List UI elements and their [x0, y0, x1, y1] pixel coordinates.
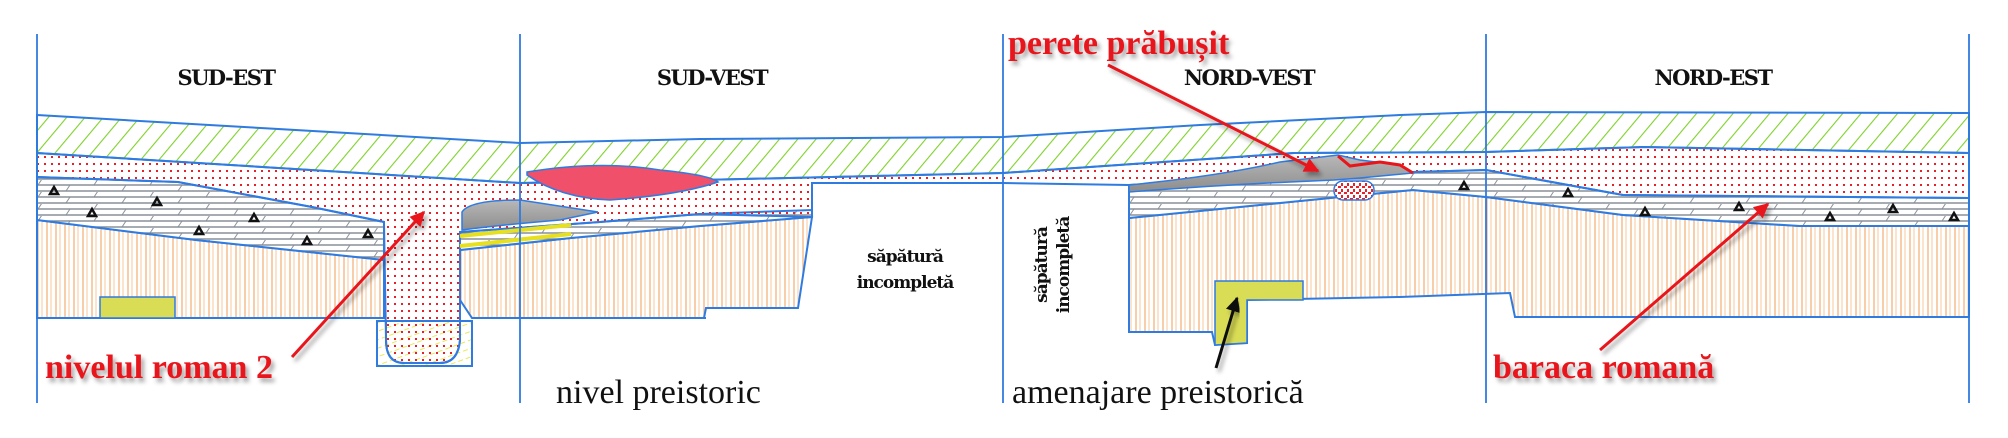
- label-amenajare-preistorica: amenajare preistorică: [1012, 374, 1304, 411]
- section-dividers: [36, 34, 1970, 403]
- label-baraca-romana: baraca romană: [1493, 349, 1714, 386]
- section-label-sud-vest: SUD-VEST: [657, 65, 769, 90]
- section-label-nord-vest: NORD-VEST: [1184, 65, 1316, 90]
- annotation-arrows: [290, 63, 1770, 369]
- label-perete-prabusit: perete prăbușit: [1008, 25, 1230, 63]
- section-label-nord-est: NORD-EST: [1654, 65, 1773, 90]
- features: [99, 154, 1416, 346]
- section-label-sud-est: SUD-EST: [177, 65, 276, 90]
- incomplete-note-vertical-line1: săpătură: [1032, 226, 1052, 303]
- prehistoric-layer: [36, 188, 1970, 347]
- incomplete-note-line1: săpătură: [867, 247, 944, 267]
- label-nivelul-roman-2: nivelul roman 2: [45, 349, 273, 386]
- incomplete-note-vertical-line2: incompletă: [1054, 216, 1074, 314]
- incomplete-note-line2: incompletă: [857, 273, 955, 293]
- stone-markers: [47, 179, 1961, 246]
- label-nivel-preistoric: nivel preistoric: [556, 374, 761, 411]
